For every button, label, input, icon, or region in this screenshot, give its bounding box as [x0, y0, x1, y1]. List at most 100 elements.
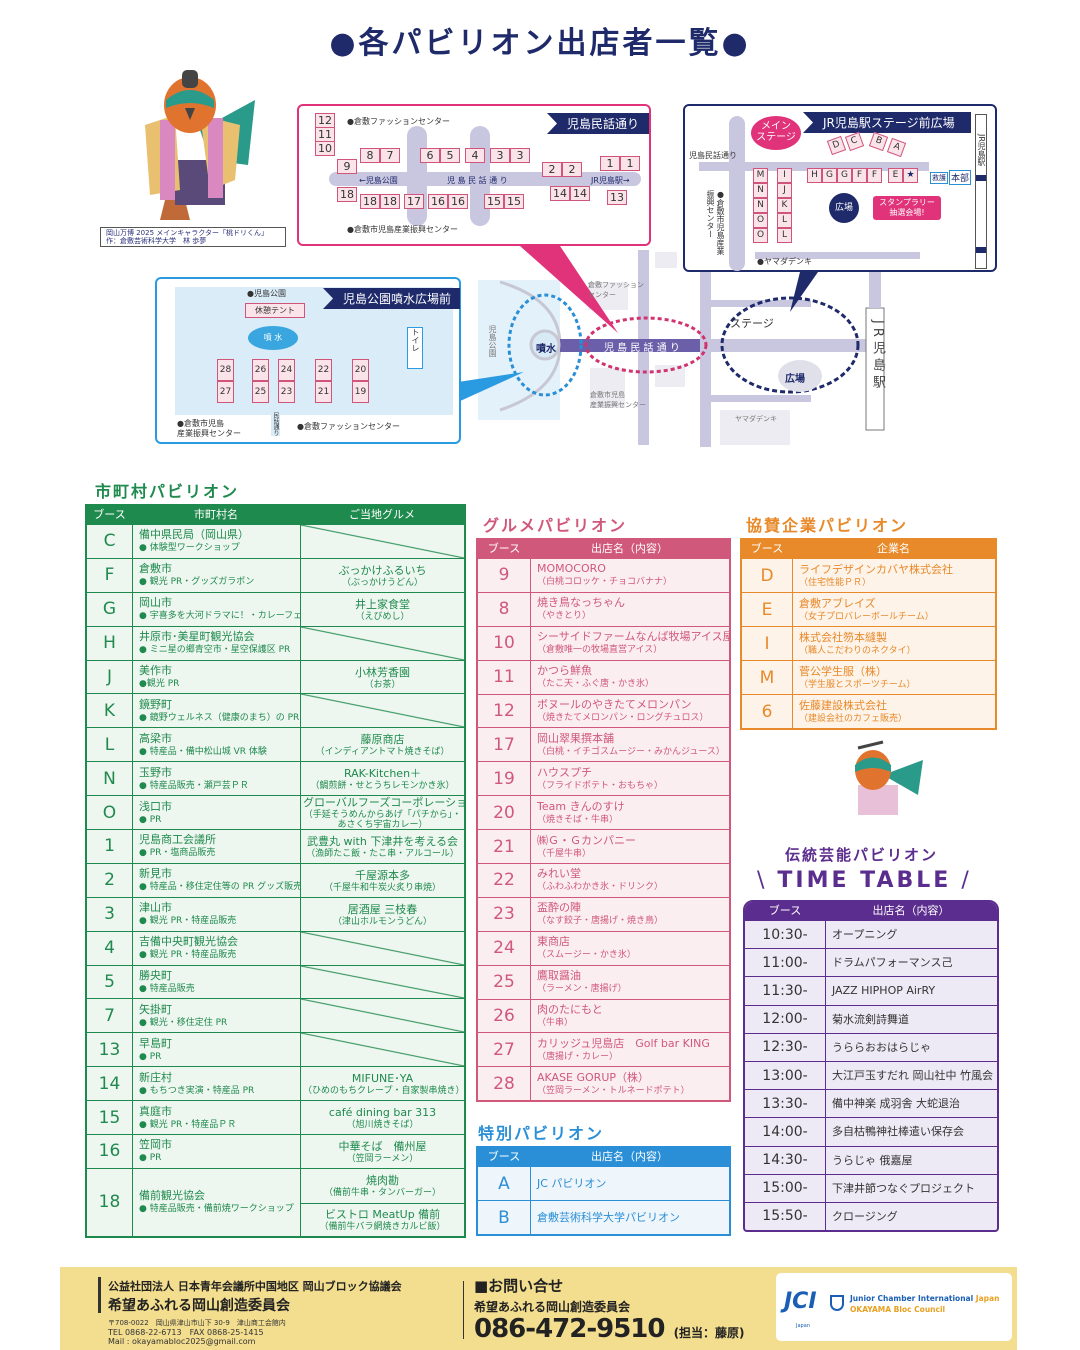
table-row: 15:50-クロージング: [745, 1201, 997, 1231]
gourmet-shop: ぶっかけふるいち: [338, 563, 427, 577]
map-booth: 12: [315, 113, 335, 128]
table-row: 12:00-菊水流剣詩舞道: [745, 1004, 997, 1033]
org-name: 公益社団法人 日本青年会議所中国地区 岡山ブロック協議会: [108, 1280, 402, 1293]
entry-name: 鷹取醤油: [537, 969, 581, 983]
municipality-activity: ● 観光・移住定住 PR: [139, 1017, 228, 1028]
municipality-name: 倉敷市: [139, 562, 172, 576]
municipality: 岡山市● 宇喜多を大河ドラマに！・カレーフェス PR: [132, 592, 300, 626]
entry-detail: （やきとり）: [537, 611, 592, 622]
municipality-activity: ● 特産品販売: [139, 984, 195, 995]
industry-center-label: 倉敷市児島 産業振興センター: [590, 391, 646, 409]
municipality-activity: ● 観光 PR・特産品販売: [139, 916, 237, 927]
local-gourmet: グローバルフーズコーポレーション（手延そうめんからあげ「パチから」・あさくち宇宙…: [300, 796, 464, 830]
entry-name: オープニング: [832, 928, 898, 942]
municipality: 備前観光協会● 特産品販売・備前焼ワークショップ: [132, 1168, 300, 1236]
table-row: 11:00-ドラムパフォーマンス己: [745, 948, 997, 977]
time-slot: 15:00-: [762, 1180, 808, 1197]
station-label: JR児島駅: [977, 134, 986, 166]
entry-detail: （ラーメン・唐揚げ）: [537, 984, 627, 995]
gourmet-entry: MIFUNE･YA（ひめのもちクレープ・自家製串焼き）: [301, 1067, 464, 1100]
municipality-name: 岡山市: [139, 596, 172, 610]
time-slot: 11:30-: [762, 982, 808, 999]
municipality: 井原市･美星町観光協会● ミニ星の郷青空市・星空保護区 PR: [132, 626, 300, 660]
table-header: ブース市町村名ご当地グルメ: [87, 506, 464, 524]
local-gourmet: café dining bar 313（旭川焼きそば）: [300, 1101, 464, 1135]
entry: うらじゃ 俄嘉屋: [825, 1146, 997, 1174]
entry-detail: （住宅性能ＰＲ）: [799, 577, 872, 588]
local-gourmet: 藤原商店（インディアントマト焼きそば）: [300, 728, 464, 762]
column-header: ブース: [768, 904, 802, 917]
municipality-name: 早島町: [139, 1036, 172, 1050]
street-map: 児島民話通り ●倉敷ファッションセンター ●倉敷市児島産業振興センター ←児島公…: [297, 104, 651, 246]
entry-name: ボヌールのやきたてメロンパン: [537, 698, 692, 711]
entry-name: うららおおはらじゃ: [832, 1040, 931, 1054]
entry-detail: （フライドポテト・おもちゃ）: [537, 780, 664, 791]
gourmet-shop: 武豊丸 with 下津井を考える会: [307, 834, 458, 848]
jci-line1-japan: Japan: [975, 1294, 1000, 1303]
municipality-activity: ● 宇喜多を大河ドラマに！・カレーフェス PR: [139, 611, 300, 622]
entry: 備中神楽 成羽舎 大蛇退治: [825, 1090, 997, 1118]
booth-id: 15: [98, 1107, 121, 1128]
booth-id: 8: [498, 599, 510, 620]
entry: ハウスプチ（フライドポテト・おもちゃ）: [530, 762, 729, 796]
entry-name: 菊水流剣詩舞道: [832, 1012, 909, 1026]
local-gourmet: 井上家食堂（えびめし）: [300, 592, 464, 626]
municipality: 高梁市● 特産品・備中松山城 VR 体験: [132, 728, 300, 762]
table-row: 13:00-大江戸玉すだれ 岡山社中 竹風会: [745, 1060, 997, 1090]
entry: 倉敷芸術科学大学パビリオン: [530, 1201, 729, 1234]
contact-person: (担当：藤原): [673, 1326, 745, 1340]
caption-line: 岡山万博 2025 メインキャラクター「桃ドリくん」: [106, 229, 268, 237]
timetable-subtitle-text: TIME TABLE: [777, 868, 952, 893]
gourmet-shop: 居酒屋 三枝春: [347, 902, 418, 916]
gourmet-entry: 焼肉勘（備前牛串・タンバーガー）: [301, 1169, 464, 1203]
entry: 焼き鳥なっちゃん（やきとり）: [530, 592, 729, 626]
booth-id: A: [498, 1173, 510, 1194]
table-row: 12:30-うららおおはらじゃ: [745, 1032, 997, 1061]
municipality-activity: ● 観光 PR・特産品ＰＲ: [139, 1119, 237, 1130]
time-slot: 13:00-: [762, 1067, 808, 1084]
booth-id: 13: [98, 1039, 121, 1060]
entry-name: AKASE GORUP（株）: [537, 1070, 650, 1084]
plaza-label: 広場: [785, 374, 805, 385]
gourmet-shop: グローバルフーズコーポレーション: [303, 796, 464, 810]
map-booth: E: [888, 168, 903, 183]
entry-name: ハウスプチ: [537, 765, 592, 779]
map-booth: O: [753, 228, 768, 243]
booth-id: O: [102, 802, 117, 823]
map-booth: 24: [278, 359, 295, 381]
entry-name: 株式会社笏本縫製: [799, 630, 887, 644]
gourmet-shop: 中華そば 備州屋: [338, 1139, 427, 1153]
local-gourmet: [300, 626, 464, 660]
station-label: JR児島駅: [870, 320, 885, 392]
column-header: 市町村名: [194, 508, 238, 521]
caption-line: 作：倉敷芸術科学大学 林 歩夢: [106, 237, 207, 245]
map-booth: 17: [404, 194, 424, 209]
gourmet-entry: 井上家食堂（えびめし）: [301, 593, 464, 626]
entry-name: 東商店: [537, 935, 570, 949]
municipality: 津山市● 観光 PR・特産品販売: [132, 897, 300, 931]
decor-slashes: /: [951, 868, 972, 893]
entry: ボヌールのやきたてメロンパン（焼きたてメロンパン・ロングチュロス）: [530, 694, 729, 728]
entry: シーサイドファームなんば牧場アイス屋さん（倉敷唯一の牧場直営アイス）: [530, 626, 729, 660]
table-row: 14:30-うらじゃ 俄嘉屋: [745, 1145, 997, 1174]
municipality-activity: ● PR: [139, 1153, 162, 1164]
map-booth: 15: [504, 194, 524, 209]
municipality-name: 勝央町: [139, 969, 172, 983]
booth-id: 1: [104, 836, 115, 857]
booth-id: C: [103, 531, 116, 552]
table-row: 13:30-備中神楽 成羽舎 大蛇退治: [745, 1089, 997, 1118]
map-booth: J: [777, 183, 792, 198]
entry: 佐藤建設株式会社（建設会社のカフェ販売）: [792, 695, 995, 728]
gourmet-entry: 武豊丸 with 下津井を考える会（漁師たこ飯・たこ串・アルコール）: [301, 830, 464, 863]
gourmet-shop: 藤原商店: [360, 733, 405, 747]
